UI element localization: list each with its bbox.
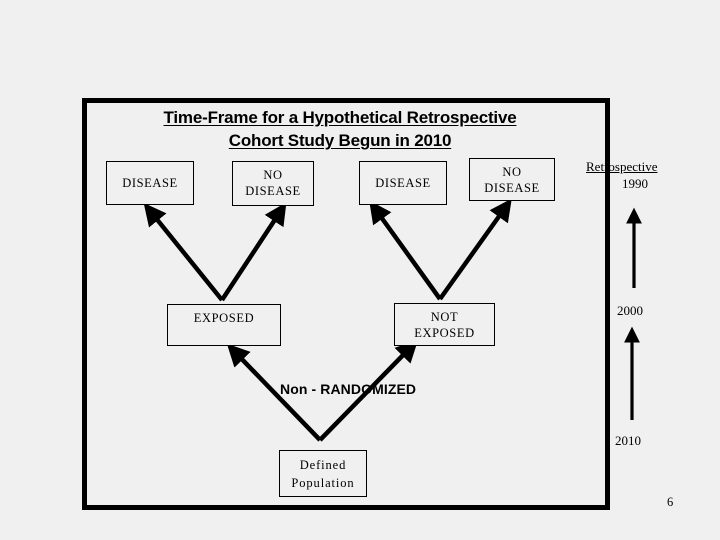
timeline-year-2010: 2010 — [615, 433, 641, 448]
outcome-label-line-1: NO — [263, 168, 283, 182]
population-box-defined-population[interactable]: Defined Population — [279, 450, 367, 497]
outcome-box-no-disease-not-exposed[interactable]: NO DISEASE — [469, 158, 555, 201]
page-title-line-2: Cohort Study Begun in 2010 — [228, 131, 452, 150]
exposure-box-exposed[interactable]: EXPOSED — [167, 304, 281, 346]
outcome-box-no-disease-exposed[interactable]: NO DISEASE — [232, 161, 314, 206]
population-label-line-2: Population — [291, 476, 355, 490]
population-label-line-1: Defined — [299, 458, 347, 472]
slide-frame — [82, 98, 610, 510]
outcome-label-line-2: DISEASE — [245, 184, 301, 198]
outcome-box-disease-exposed-label: DISEASE — [122, 176, 178, 190]
exposure-label-line-2: EXPOSED — [414, 326, 475, 340]
outcome-label-line-1: NO — [502, 165, 522, 179]
page-title-line-1: Time-Frame for a Hypothetical Retrospect… — [163, 108, 517, 127]
outcome-box-disease-exposed[interactable]: DISEASE — [106, 161, 194, 205]
page-number: 6 — [667, 495, 674, 509]
exposure-label-line-1: NOT — [430, 310, 459, 324]
timeline-year-2000: 2000 — [617, 303, 643, 318]
outcome-box-no-disease-not-exposed-label: NO DISEASE — [470, 164, 554, 196]
exposure-box-not-exposed-label: NOT EXPOSED — [395, 309, 494, 341]
exposure-box-not-exposed[interactable]: NOT EXPOSED — [394, 303, 495, 346]
timeline-direction-label: Retrospective — [586, 159, 658, 174]
page-title: Time-Frame for a Hypothetical Retrospect… — [100, 106, 580, 152]
exposure-box-exposed-label: EXPOSED — [193, 311, 255, 325]
outcome-label-line-2: DISEASE — [484, 181, 540, 195]
population-box-label: Defined Population — [280, 456, 366, 492]
outcome-box-disease-not-exposed[interactable]: DISEASE — [359, 161, 447, 205]
timeline-year-1990: 1990 — [622, 176, 648, 191]
non-randomized-label: Non - RANDOMIZED — [280, 381, 417, 397]
outcome-box-no-disease-exposed-label: NO DISEASE — [233, 167, 313, 199]
outcome-box-disease-not-exposed-label: DISEASE — [375, 176, 431, 190]
